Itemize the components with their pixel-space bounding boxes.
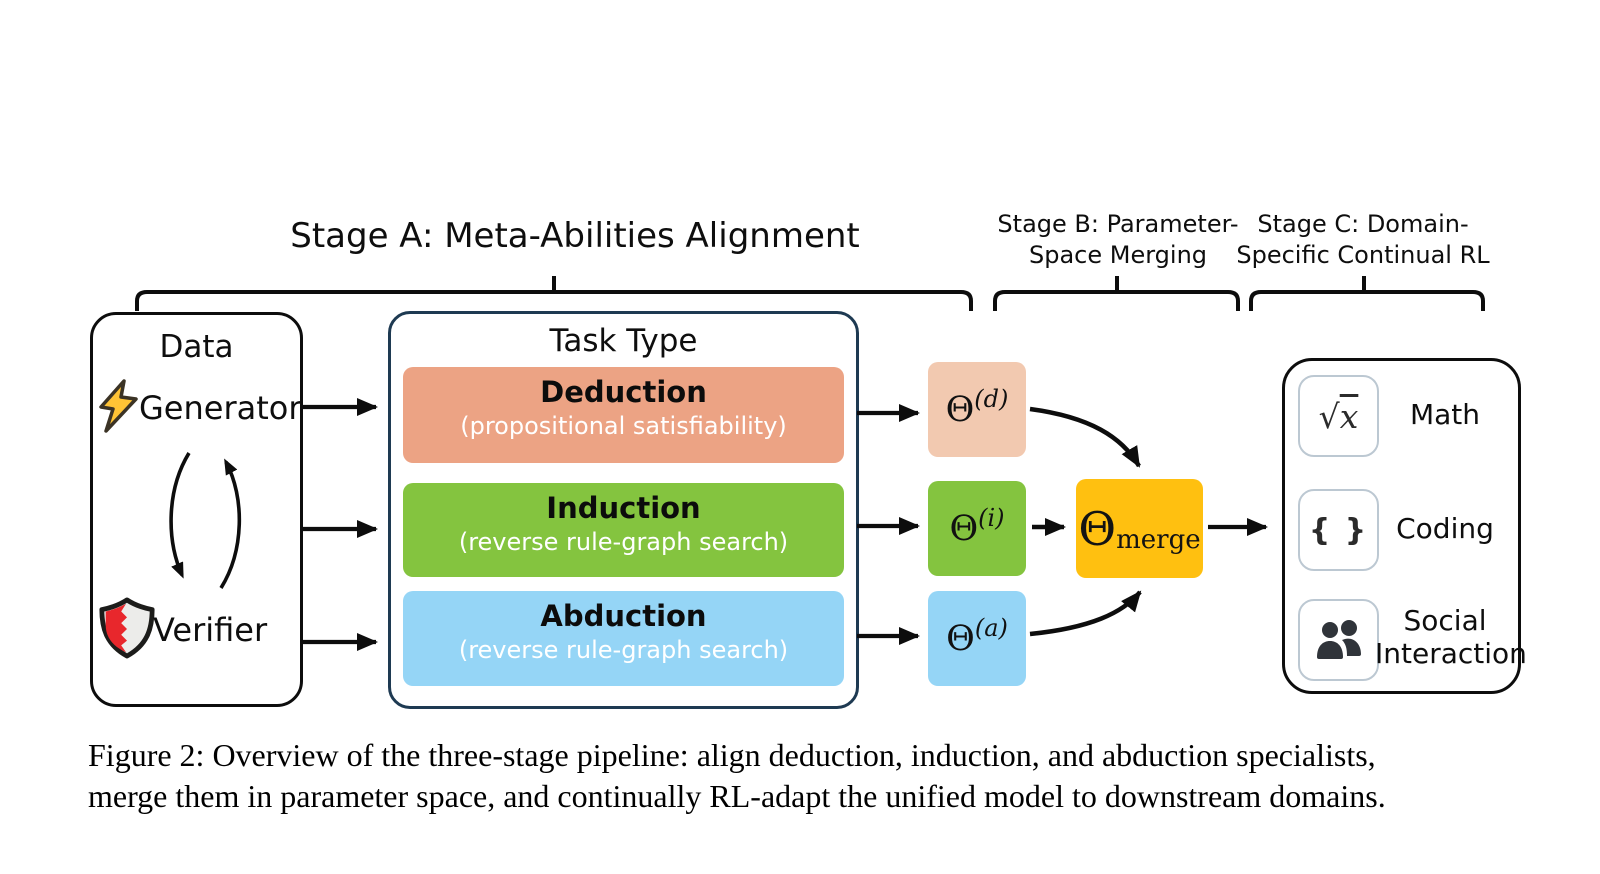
deduction-title: Deduction xyxy=(540,375,707,409)
domain-box: √x Math { } Coding Social Interaction xyxy=(1282,358,1527,694)
stage-c-label: Stage C: Domain- Specific Continual RL xyxy=(1213,209,1513,271)
task-row-abduction: Abduction (reverse rule-graph search) xyxy=(403,591,844,686)
data-box-title: Data xyxy=(159,329,234,365)
task-row-deduction: Deduction (propositional satisfiability) xyxy=(403,367,844,463)
caption-line1: Figure 2: Overview of the three-stage pi… xyxy=(88,737,1376,773)
stage-b-line2: Space Merging xyxy=(1028,241,1208,269)
stage-b-brace xyxy=(993,276,1240,311)
math-label: Math xyxy=(1409,398,1481,431)
social-interaction-label: Social Interaction xyxy=(1375,604,1527,670)
stage-b-label: Stage B: Parameter- Space Merging xyxy=(967,209,1269,271)
theta-merge-subscript: merge xyxy=(1116,524,1201,555)
theta-d-symbol: Θ xyxy=(945,389,975,430)
coding-label: Coding xyxy=(1396,512,1494,545)
deduction-subtitle: (propositional satisfiability) xyxy=(460,412,787,440)
theta-i-superscript: (i) xyxy=(978,503,1005,532)
caption-line2: merge them in parameter space, and conti… xyxy=(88,778,1386,814)
people-icon xyxy=(1298,599,1379,681)
theta-d-superscript: (d) xyxy=(974,384,1009,413)
stage-b-line1: Stage B: Parameter- xyxy=(997,210,1239,238)
abduction-title: Abduction xyxy=(540,599,707,633)
theta-a-superscript: (a) xyxy=(974,613,1008,642)
cycle-arrows-icon xyxy=(133,441,263,603)
social-label-line1: Social xyxy=(1403,604,1487,637)
data-generator-verifier-box: Data Generator xyxy=(90,312,303,707)
generator-row: Generator xyxy=(91,377,311,439)
stage-a-label: Stage A: Meta-Abilities Alignment xyxy=(290,216,860,256)
stage-c-line2: Specific Continual RL xyxy=(1236,241,1490,269)
theta-merge-symbol: Θ xyxy=(1078,501,1117,556)
generator-label: Generator xyxy=(139,389,302,427)
sqrt-radical: √ xyxy=(1318,396,1340,436)
shield-icon xyxy=(97,595,157,665)
verifier-label: Verifier xyxy=(153,611,268,649)
stage-c-brace xyxy=(1249,276,1485,311)
task-box-title: Task Type xyxy=(549,323,698,359)
theta-deduction-box: Θ(d) xyxy=(928,362,1026,457)
abduction-subtitle: (reverse rule-graph search) xyxy=(458,636,789,664)
braces-glyph: { } xyxy=(1308,512,1369,548)
sqrt-x-icon: √x xyxy=(1298,375,1379,457)
task-row-induction: Induction (reverse rule-graph search) xyxy=(403,483,844,577)
task-to-theta-arrows xyxy=(857,404,920,645)
stage-a-brace xyxy=(135,276,973,311)
figure-caption: Figure 2: Overview of the three-stage pi… xyxy=(88,735,1568,817)
sqrt-operand: x xyxy=(1339,396,1359,436)
stage-c-line1: Stage C: Domain- xyxy=(1257,210,1469,238)
curly-braces-icon: { } xyxy=(1298,489,1379,571)
theta-abduction-box: Θ(a) xyxy=(928,591,1026,686)
social-label-line2: Interaction xyxy=(1375,637,1527,670)
induction-title: Induction xyxy=(546,491,701,525)
verifier-row: Verifier xyxy=(97,595,317,665)
theta-a-symbol: Θ xyxy=(946,618,975,659)
task-type-box: Task Type Deduction (propositional satis… xyxy=(388,311,859,709)
lightning-icon xyxy=(91,377,145,439)
theta-i-symbol: Θ xyxy=(949,508,979,549)
induction-subtitle: (reverse rule-graph search) xyxy=(458,528,789,556)
theta-induction-box: Θ(i) xyxy=(928,481,1026,576)
